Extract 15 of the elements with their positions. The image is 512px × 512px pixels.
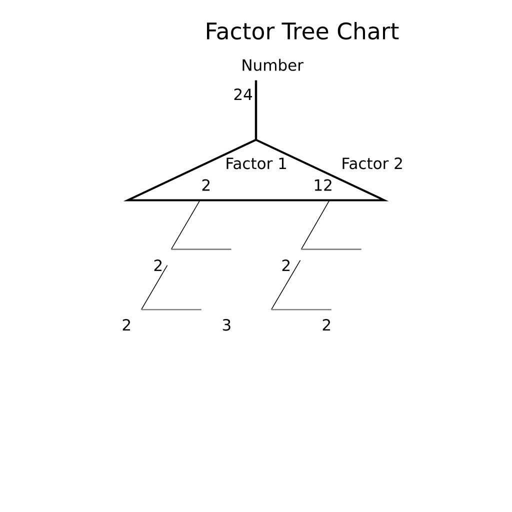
stem-line (254, 80, 258, 140)
number: 2 (154, 260, 162, 271)
column-heading: Number (242, 58, 304, 71)
number: 2 (282, 260, 290, 271)
branch-line (300, 200, 362, 250)
number: 2 (122, 319, 130, 330)
column-heading: Factor 1 (226, 158, 286, 170)
number: 2 (322, 319, 330, 330)
branch-line (270, 260, 332, 310)
number: 24 (234, 88, 252, 100)
chart-title: Factor Tree Chart (207, 22, 399, 40)
number: 3 (222, 319, 230, 331)
column-heading: Factor 2 (342, 158, 402, 170)
branch-line (170, 200, 232, 250)
branch-line (140, 264, 202, 310)
